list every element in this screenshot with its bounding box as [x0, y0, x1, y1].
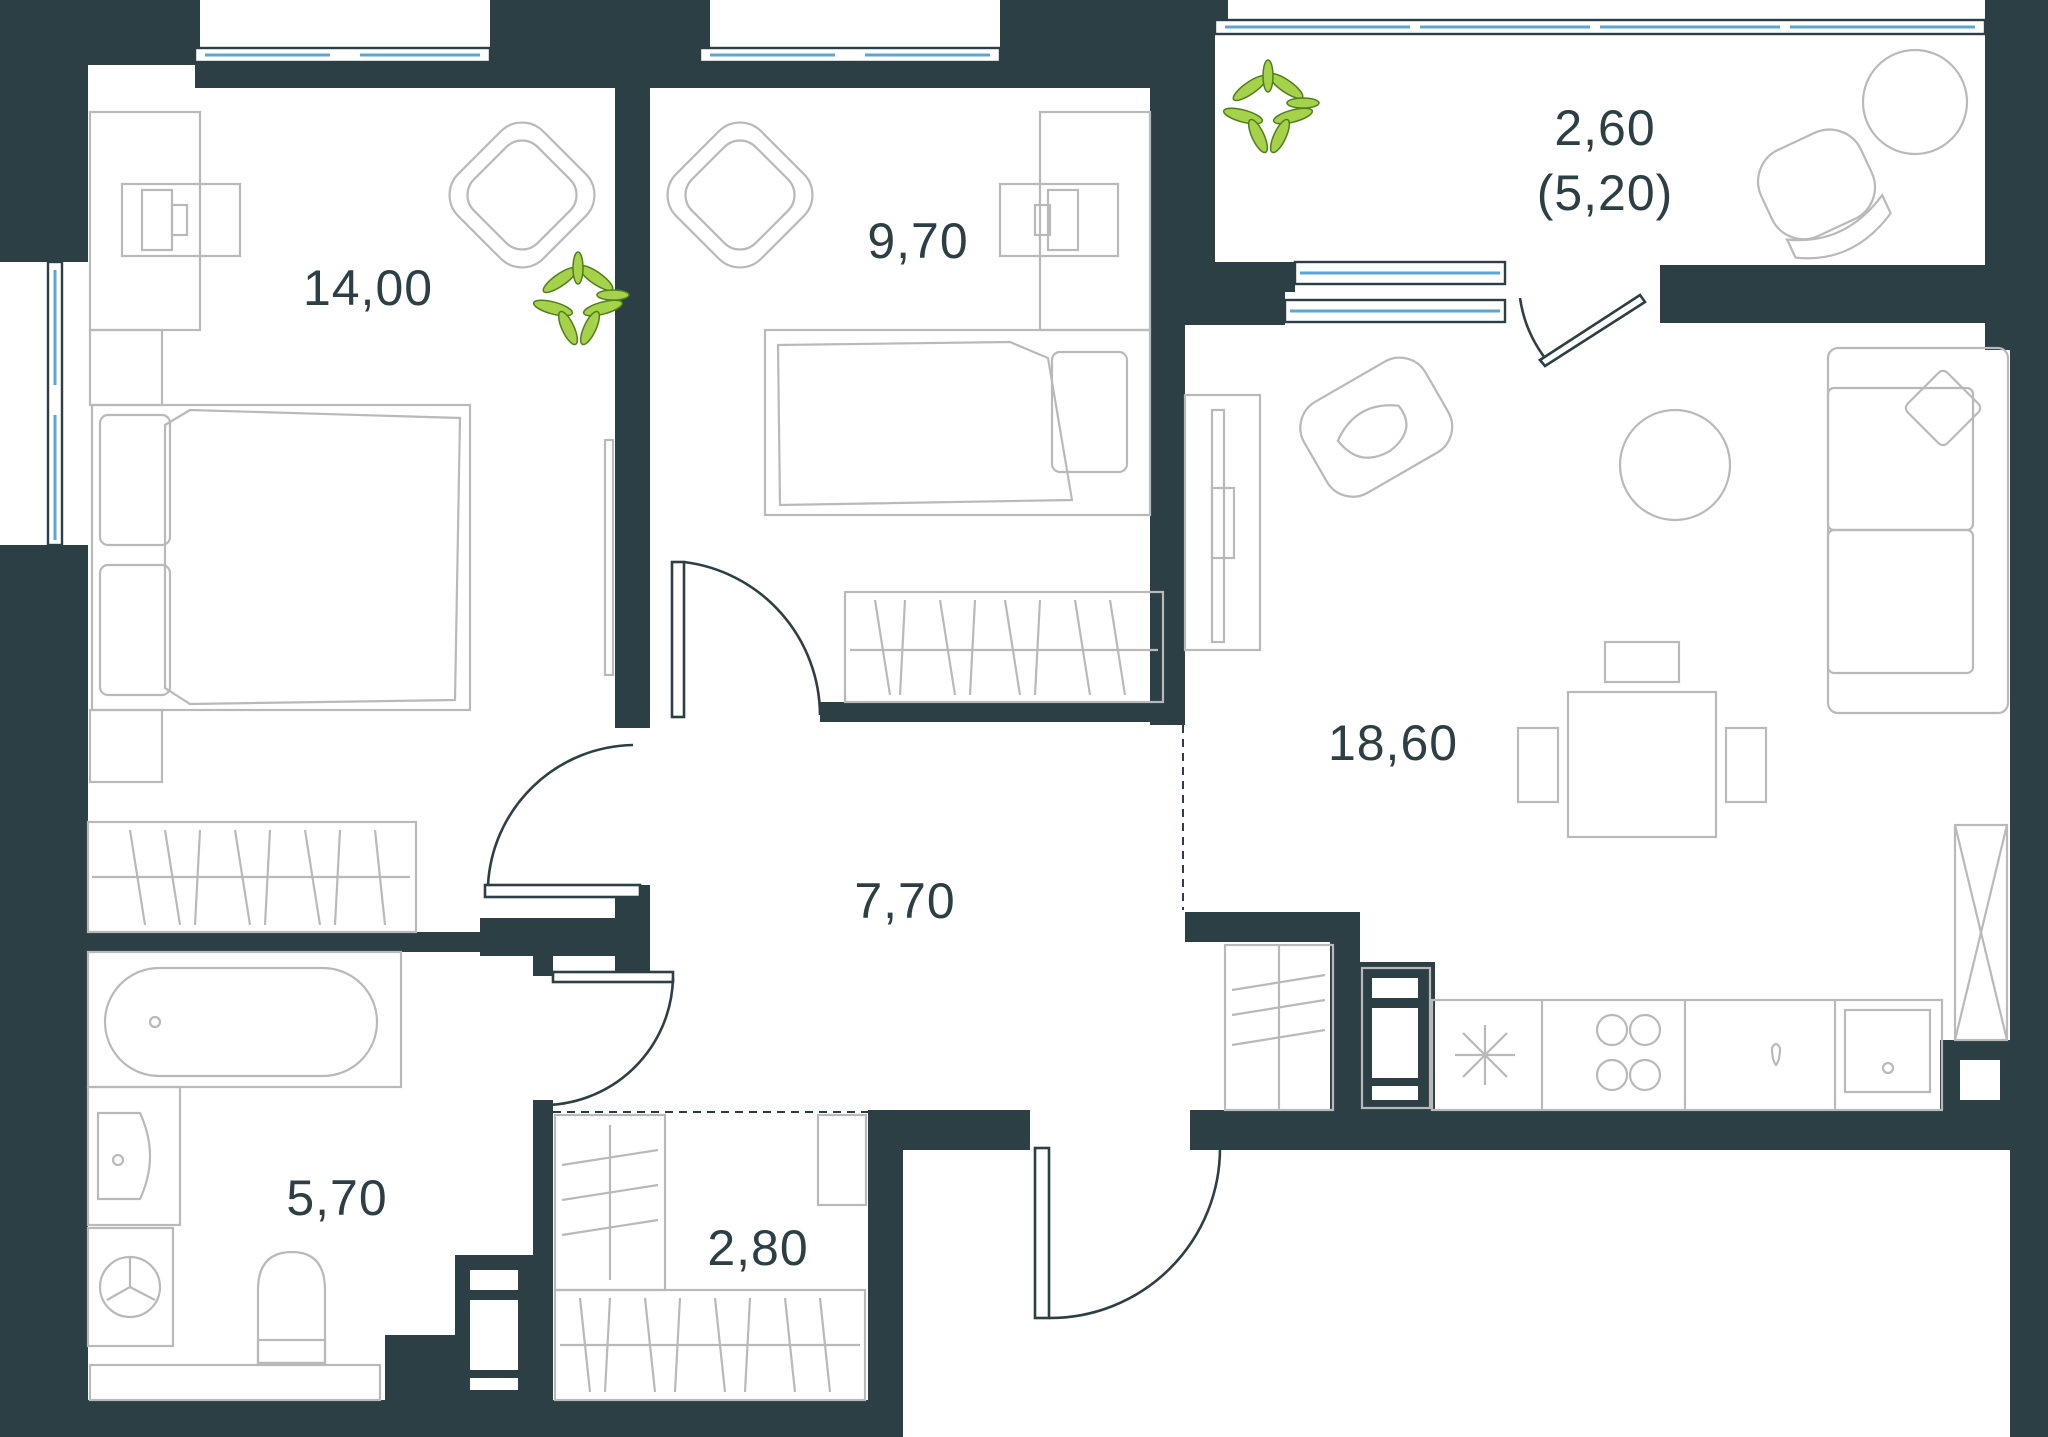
- bedroom-large-furniture: [86, 110, 615, 934]
- plant-icon: [1222, 59, 1320, 154]
- balcony-area-full: (5,20): [1537, 165, 1674, 221]
- windows: [46, 18, 1987, 547]
- wardrobe-hangers-2: [873, 599, 1127, 696]
- wall-openings: [1372, 978, 2000, 1100]
- plant-icon: [532, 251, 630, 346]
- bathroom-area: 5,70: [286, 1170, 387, 1226]
- bathroom-furniture: [86, 950, 533, 1402]
- balcony-area: 2,60: [1554, 100, 1655, 156]
- wardrobe-hangers-3: [578, 1297, 832, 1393]
- balcony-furniture: [1757, 48, 1969, 260]
- bedroom-large-area: 14,00: [303, 260, 433, 316]
- bedroom-small-furniture: [666, 110, 1165, 704]
- bedroom-small-area: 9,70: [867, 213, 968, 269]
- living-furniture: [1183, 346, 2010, 1112]
- storage-area: 2,80: [707, 1220, 808, 1276]
- wardrobe-hangers-1: [128, 829, 387, 926]
- hallway-area: 7,70: [854, 873, 955, 929]
- living-kitchen-area: 18,60: [1328, 715, 1458, 771]
- storage-furniture: [553, 1113, 868, 1402]
- doors: [483, 293, 1647, 1320]
